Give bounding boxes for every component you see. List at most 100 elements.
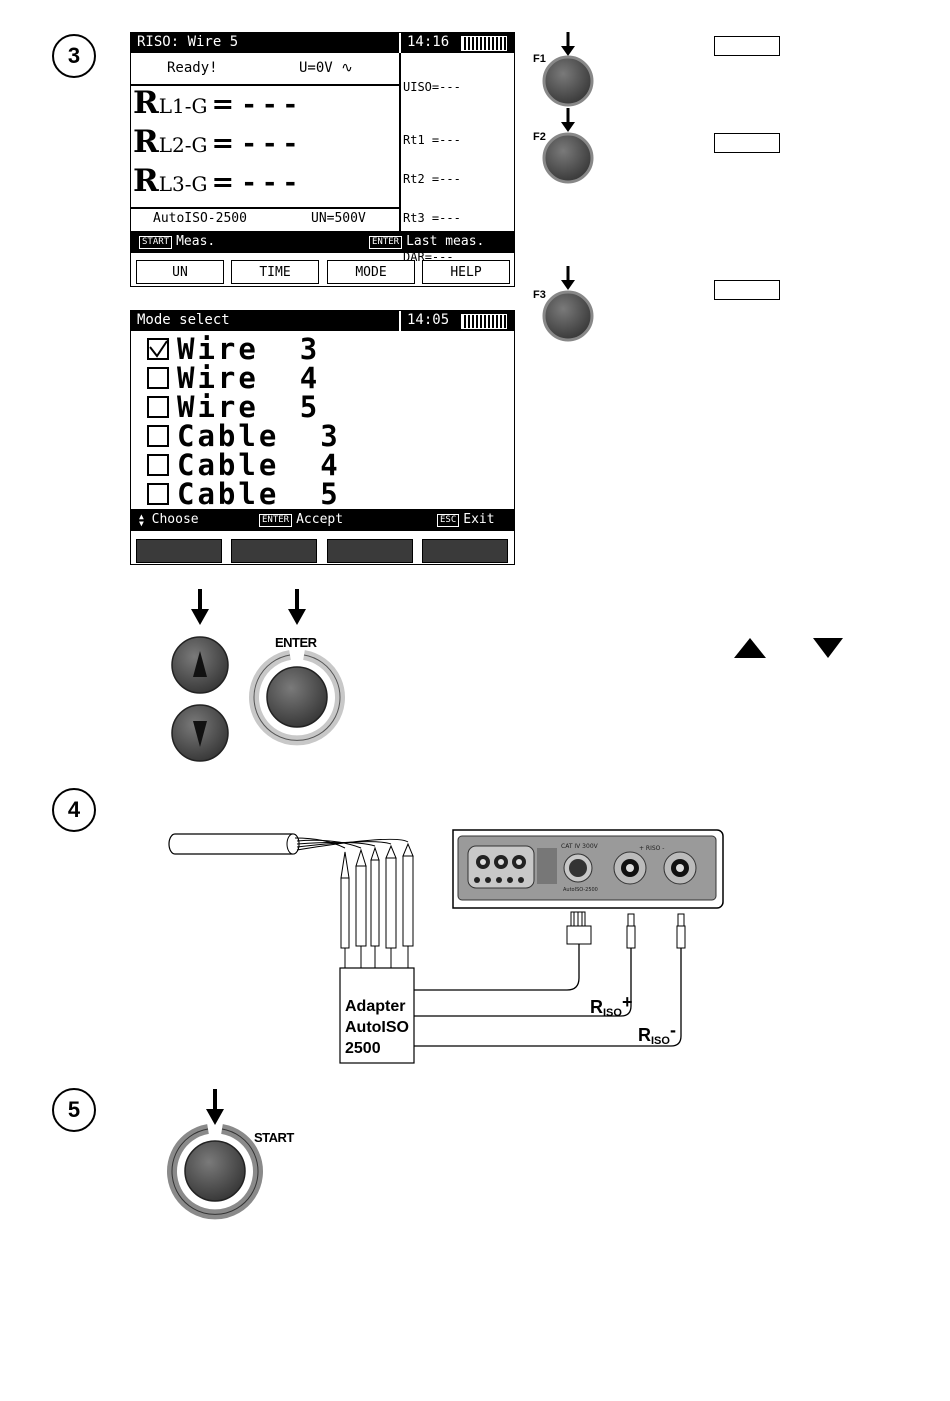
mode-option-wire-5[interactable]: Wire 5	[147, 390, 320, 424]
mode-option-cable-3[interactable]: Cable 3	[147, 419, 341, 453]
result-row-l2: RL2-G= - - -	[133, 124, 296, 160]
plug-riso-plus-icon	[626, 913, 636, 949]
up-arrow-pointer-icon	[191, 589, 209, 625]
start-button[interactable]	[184, 1140, 246, 1202]
f3-arrow-icon	[561, 266, 575, 290]
cable-icon	[168, 833, 409, 855]
riso-plus-label: RISO+	[590, 992, 633, 1019]
lcd-un: UN=500V	[311, 211, 366, 226]
f2-label: F2	[533, 131, 546, 143]
softkey-blank-2[interactable]	[231, 539, 317, 563]
f3-label: F3	[533, 289, 546, 301]
r-symbol: R	[133, 85, 159, 121]
lcd-hint-bar	[131, 231, 514, 253]
hint-choose: ▲▼ Choose	[139, 511, 199, 528]
navigation-buttons-illustration	[171, 589, 345, 762]
svg-text:+ RISO -: + RISO -	[639, 845, 664, 852]
lcd-mode: AutoISO-2500	[153, 211, 247, 226]
connection-diagram: CAT IV 300V AutoISO-2500 + RISO -	[168, 829, 724, 1064]
wire-connector	[414, 944, 580, 991]
r-symbol: R	[133, 163, 159, 199]
enter-button-label: ENTER	[275, 635, 317, 650]
r-symbol: R	[133, 124, 159, 160]
checkbox[interactable]	[147, 396, 169, 418]
softkey-blank-1[interactable]	[136, 539, 222, 563]
checkbox-checked[interactable]	[147, 338, 169, 360]
lcd2-time: 14:05	[407, 312, 450, 328]
f1-arrow-icon	[561, 32, 575, 56]
lcd-divider-bottom	[131, 207, 399, 209]
checkbox[interactable]	[147, 425, 169, 447]
wire-riso-plus	[414, 948, 632, 1017]
lcd-title-bar	[131, 33, 399, 53]
plug-riso-minus-icon	[676, 913, 686, 949]
f1-button[interactable]	[542, 55, 594, 107]
checkbox[interactable]	[147, 483, 169, 505]
meter-panel-icon: CAT IV 300V AutoISO-2500 + RISO -	[452, 829, 724, 909]
connector-plug-icon	[566, 911, 592, 945]
adapter-label: Adapter AutoISO 2500	[345, 998, 409, 1057]
side-uiso: UISO=---	[403, 80, 461, 94]
softkey-mode[interactable]: MODE	[327, 260, 415, 284]
lcd-time: 14:16	[407, 34, 450, 50]
riso-minus-label: RISO-	[638, 1020, 676, 1047]
mode-option-cable-5[interactable]: Cable 5	[147, 477, 341, 511]
softkey-blank-3[interactable]	[327, 539, 413, 563]
f2-button[interactable]	[542, 132, 594, 184]
lcd-measurement-screen: RISO: Wire 5 14:16 Ready! U=0V ∿ RL1-G= …	[130, 32, 515, 287]
softkey-blank-4[interactable]	[422, 539, 508, 563]
start-arrow-pointer-icon	[206, 1089, 224, 1125]
function-buttons-illustration	[542, 32, 594, 342]
lcd-title: RISO: Wire 5	[137, 34, 239, 50]
down-triangle-icon	[193, 721, 207, 747]
checkbox[interactable]	[147, 454, 169, 476]
mode-option-cable-4[interactable]: Cable 4	[147, 448, 341, 482]
side-rt1: Rt1 =---	[403, 133, 461, 147]
key-placeholder-box-2	[714, 133, 780, 153]
lcd2-title-bar	[131, 311, 399, 331]
enter-button[interactable]	[266, 666, 328, 728]
svg-text:AutoISO-2500: AutoISO-2500	[563, 887, 598, 893]
step-5-marker: 5	[52, 1088, 96, 1132]
ac-dc-icon: ∿	[332, 60, 353, 76]
wire-riso-minus	[414, 948, 682, 1047]
result-row-l3: RL3-G= - - -	[133, 163, 296, 199]
key-placeholder-box-1	[714, 36, 780, 56]
lcd-voltage: U=0V ∿	[299, 60, 353, 76]
checkbox[interactable]	[147, 367, 169, 389]
key-placeholder-box-3	[714, 280, 780, 300]
lcd-divider-status	[131, 84, 399, 86]
adapter-box	[339, 967, 415, 1064]
battery-icon	[461, 314, 507, 329]
softkey-help[interactable]: HELP	[422, 260, 510, 284]
step-4-marker: 4	[52, 788, 96, 832]
side-rt2: Rt2 =---	[403, 172, 461, 186]
lcd-divider-vertical	[399, 53, 401, 231]
up-down-icon: ▲▼	[139, 511, 144, 528]
start-button-illustration	[167, 1089, 263, 1220]
lcd-mode-select-screen: Mode select 14:05 Wire 3 Wire 4 Wire 5 C…	[130, 310, 515, 565]
result-row-l1: RL1-G= - - -	[133, 85, 296, 121]
f3-button[interactable]	[542, 290, 594, 342]
mode-option-wire-4[interactable]: Wire 4	[147, 361, 320, 395]
side-rt3: Rt3 =---	[403, 211, 461, 225]
lcd-status: Ready!	[167, 60, 218, 76]
start-button-label: START	[254, 1130, 294, 1145]
side-values: UISO=--- Rt1 =--- Rt2 =--- Rt3 =--- DAR=…	[403, 55, 461, 286]
down-symbol-icon	[813, 638, 843, 658]
lcd2-title: Mode select	[137, 312, 230, 328]
f2-arrow-icon	[561, 108, 575, 132]
softkey-time[interactable]: TIME	[231, 260, 319, 284]
lcd2-hint-bar	[131, 509, 514, 531]
probe-leads-icon	[340, 842, 414, 968]
softkey-un[interactable]: UN	[136, 260, 224, 284]
enter-arrow-pointer-icon	[288, 589, 306, 625]
step-3-marker: 3	[52, 34, 96, 78]
f1-label: F1	[533, 53, 546, 65]
mode-option-wire-3[interactable]: Wire 3	[147, 332, 320, 366]
svg-text:CAT IV 300V: CAT IV 300V	[561, 843, 599, 850]
up-triangle-icon	[193, 651, 207, 677]
